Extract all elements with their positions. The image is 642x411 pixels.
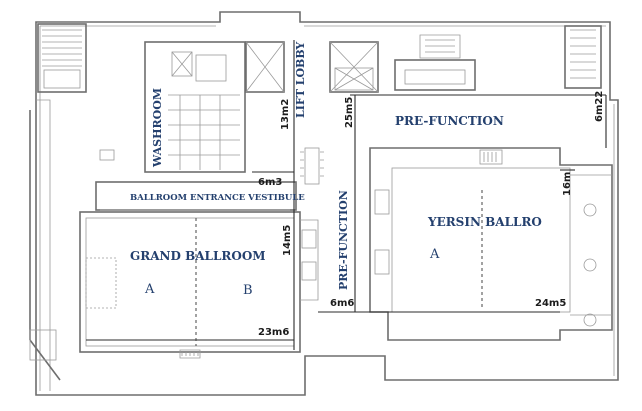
pre-function-side-label: PRE-FUNCTION [337, 190, 350, 290]
yersin-section-a: A [429, 247, 440, 262]
grand-ballroom-label: GRAND BALLROOM [130, 249, 266, 263]
yersin-ballroom-label: YERSIN BALLRO [427, 215, 542, 229]
washroom-block [99, 41, 246, 173]
grand-section-b: B [243, 283, 253, 298]
yersin-ballroom-shape [369, 147, 613, 341]
dimension-14m5: 14m5 [282, 225, 293, 256]
vestibule-band [95, 181, 297, 211]
top-right-services [394, 25, 602, 91]
vestibule-label: BALLROOM ENTRANCE VESTIBULE [130, 193, 305, 203]
dimension-6m6: 6m6 [330, 298, 354, 309]
pre-function-top-label: PRE-FUNCTION [395, 114, 504, 128]
washroom-label: WASHROOM [151, 88, 164, 168]
dimension-16m: 16m [562, 172, 573, 196]
dimension-23m6: 23m6 [258, 327, 289, 338]
dimension-25m5: 25m5 [344, 97, 355, 128]
lift-lobby-label: LIFT LOBBY [294, 42, 307, 118]
outer-walls [35, 11, 619, 396]
central-table [300, 147, 324, 185]
dimension-6m3: 6m3 [258, 177, 282, 188]
grand-section-a: A [144, 282, 155, 297]
left-stair [29, 23, 87, 381]
grand-ballroom-shape [79, 211, 319, 359]
dimension-6m22: 6m22 [594, 91, 605, 122]
dimension-24m5: 24m5 [535, 298, 566, 309]
dimension-13m2: 13m2 [280, 99, 291, 130]
lift-shafts [245, 41, 379, 93]
dimension-lines [86, 40, 607, 350]
